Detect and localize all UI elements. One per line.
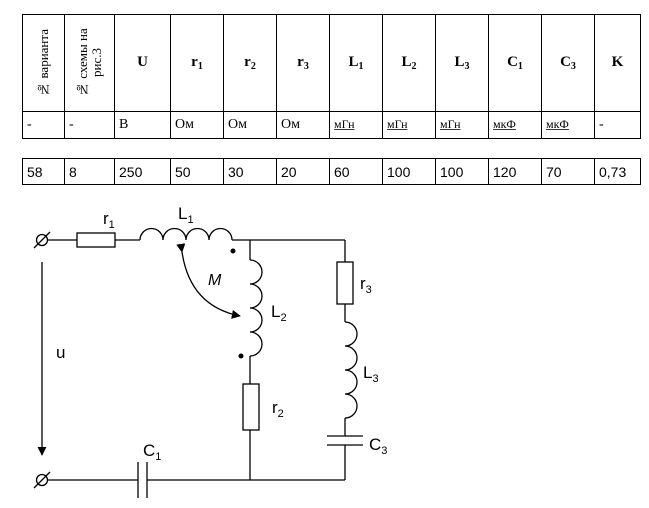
inductor-l1 (139, 227, 233, 241)
unit-text: мкФ (493, 117, 516, 131)
header-cell-l2: L2 (382, 14, 436, 112)
unit-text: мГн (387, 117, 408, 131)
unit-cell: мГн (382, 111, 436, 139)
header-cell-c3: C3 (541, 14, 595, 112)
label-c1: C1 (143, 441, 161, 463)
value-cell: 0,73 (594, 158, 641, 185)
parameters-header-table: № варианта № схемы на рис.3 U r1 r2 r3 L… (22, 14, 641, 139)
header-c1-sub: 1 (517, 61, 523, 72)
header-u-main: U (137, 54, 148, 70)
label-l3: L3 (363, 363, 379, 385)
header-r3-main: r (297, 54, 304, 70)
values-row: 58 8 250 50 30 20 60 100 100 120 70 0,73 (22, 158, 641, 185)
values-table: 58 8 250 50 30 20 60 100 100 120 70 0,73 (22, 158, 641, 185)
label-r1: r1 (103, 209, 115, 231)
unit-text: мкФ (546, 117, 569, 131)
value-cell: 50 (170, 158, 224, 185)
value-cell: 20 (276, 158, 330, 185)
unit-cell: мкФ (541, 111, 595, 139)
label-m: M (208, 272, 222, 289)
value-cell: 100 (435, 158, 489, 185)
value-cell: 100 (382, 158, 436, 185)
header-l2-main: L (401, 54, 412, 70)
header-l2-sub: 2 (411, 61, 417, 72)
inductor-l2 (249, 259, 263, 357)
header-cell-k: K (594, 14, 641, 112)
header-l3-sub: 3 (464, 61, 470, 72)
value-cell: 250 (114, 158, 171, 185)
unit-cell: мГн (329, 111, 383, 139)
mutual-inductance-arrow (176, 243, 241, 319)
unit-text: мГн (440, 117, 461, 131)
header-c3-main: C (560, 54, 571, 70)
header-r2-sub: 2 (250, 61, 256, 72)
resistor-r3 (336, 261, 354, 305)
unit-cell: Ом (223, 111, 277, 139)
header-r3-sub: 3 (303, 61, 309, 72)
label-r3: r3 (360, 274, 372, 296)
header-k-main: K (611, 54, 624, 70)
unit-cell: - (22, 111, 65, 139)
value-cell: 8 (64, 158, 115, 185)
unit-cell: В (114, 111, 171, 139)
value-cell: 70 (541, 158, 595, 185)
header-cell-variant: № варианта (22, 14, 65, 112)
header-cell-u: U (114, 14, 171, 112)
header-cell-r2: r2 (223, 14, 277, 112)
header-cell-c1: C1 (488, 14, 542, 112)
polarity-dot-l1 (230, 248, 236, 254)
label-l2: L2 (271, 302, 287, 324)
header-row: № варианта № схемы на рис.3 U r1 r2 r3 L… (22, 14, 641, 112)
resistor-r2 (242, 383, 260, 431)
bottom-terminal (33, 471, 51, 489)
resistor-r1 (76, 232, 116, 248)
header-r1-sub: 1 (197, 61, 203, 72)
header-l3-main: L (454, 54, 465, 70)
label-r2: r2 (272, 398, 284, 420)
value-cell: 58 (22, 158, 65, 185)
unit-cell: - (594, 111, 641, 139)
units-row: - - В Ом Ом Ом мГн мГн мГн мкФ мкФ - (22, 111, 641, 139)
header-l1-sub: 1 (358, 61, 364, 72)
label-c3: C3 (369, 435, 387, 457)
header-c1-main: C (507, 54, 518, 70)
unit-text: мГн (334, 117, 355, 131)
label-u: u (56, 343, 65, 362)
polarity-dot-l2 (238, 353, 244, 359)
inductor-l3 (344, 321, 358, 419)
top-terminal (33, 231, 51, 249)
header-c3-sub: 3 (570, 61, 576, 72)
label-l1: L1 (178, 204, 194, 226)
header-r2-main: r (244, 54, 251, 70)
unit-cell: мГн (435, 111, 489, 139)
header-l1-main: L (348, 54, 359, 70)
header-r1-main: r (191, 54, 198, 70)
header-cell-r3: r3 (276, 14, 330, 112)
unit-cell: Ом (276, 111, 330, 139)
value-cell: 60 (329, 158, 383, 185)
